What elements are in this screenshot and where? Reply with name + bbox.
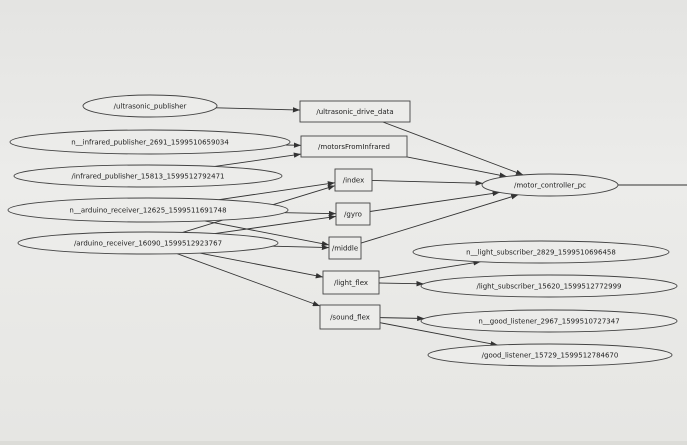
ros-node[interactable]: /light_subscriber_15620_1599512772999 [421, 275, 677, 297]
topic-node[interactable]: /middle [329, 237, 361, 259]
ros-node[interactable]: /ultrasonic_publisher [83, 95, 217, 117]
edge-n4-t4 [285, 213, 336, 214]
ros-node[interactable]: /arduino_receiver_16090_1599512923767 [18, 232, 278, 254]
edge-n3-t2 [215, 154, 301, 166]
edge-n5-t7 [177, 254, 320, 306]
ros-node[interactable]: n__good_listener_2967_1599510727347 [421, 310, 677, 332]
node-label: /ultrasonic_publisher [114, 103, 187, 111]
node-label: /good_listener_15729_1599512784670 [482, 352, 619, 360]
topic-node[interactable]: /motorsFromInfrared [301, 136, 407, 157]
edge-t7-s3 [380, 318, 424, 319]
node-label: /infrared_publisher_15813_1599512792471 [72, 173, 225, 181]
edge-n5-t5 [273, 246, 329, 247]
node-label: n__light_subscriber_2829_1599510696458 [466, 249, 616, 257]
node-label: /gyro [344, 211, 362, 219]
node-label: n__infrared_publisher_2691_1599510659034 [71, 139, 229, 147]
ros-node[interactable]: /good_listener_15729_1599512784670 [428, 344, 672, 366]
edge-t5-m1 [361, 195, 518, 243]
ros-node[interactable]: n__arduino_receiver_12625_1599511691748 [8, 198, 288, 222]
node-label: /ultrasonic_drive_data [316, 108, 393, 116]
node-label: /light_subscriber_15620_1599512772999 [476, 283, 621, 291]
node-label: /middle [332, 245, 358, 253]
ros-node[interactable]: n__light_subscriber_2829_1599510696458 [413, 241, 669, 263]
edge-t3-m1 [372, 180, 483, 183]
edge-t2-m1 [407, 157, 507, 177]
node-label: n__good_listener_2967_1599510727347 [478, 318, 619, 326]
node-label: /motorsFromInfrared [318, 143, 390, 151]
edge-n1-t1 [216, 108, 300, 110]
topic-node[interactable]: /light_flex [323, 271, 379, 294]
topic-node[interactable]: /gyro [336, 203, 370, 225]
ros-node[interactable]: n__infrared_publisher_2691_1599510659034 [10, 130, 290, 154]
topic-node[interactable]: /sound_flex [320, 305, 380, 329]
edge-t6-s2 [379, 283, 424, 284]
edge-t4-m1 [370, 192, 500, 211]
node-label: /index [343, 177, 365, 185]
topic-node[interactable]: /ultrasonic_drive_data [300, 101, 410, 122]
node-label: /arduino_receiver_16090_1599512923767 [74, 240, 222, 248]
edge-n5-t6 [200, 253, 323, 277]
node-label: /sound_flex [330, 314, 370, 322]
node-label: /light_flex [334, 279, 368, 287]
ros-node[interactable]: /motor_controller_pc [482, 174, 618, 196]
node-label: n__arduino_receiver_12625_1599511691748 [69, 207, 226, 215]
topic-node[interactable]: /index [335, 169, 372, 191]
ros-node[interactable]: /infrared_publisher_15813_1599512792471 [14, 165, 282, 187]
edge-t6-s1 [379, 262, 481, 278]
node-label: /motor_controller_pc [514, 182, 586, 190]
